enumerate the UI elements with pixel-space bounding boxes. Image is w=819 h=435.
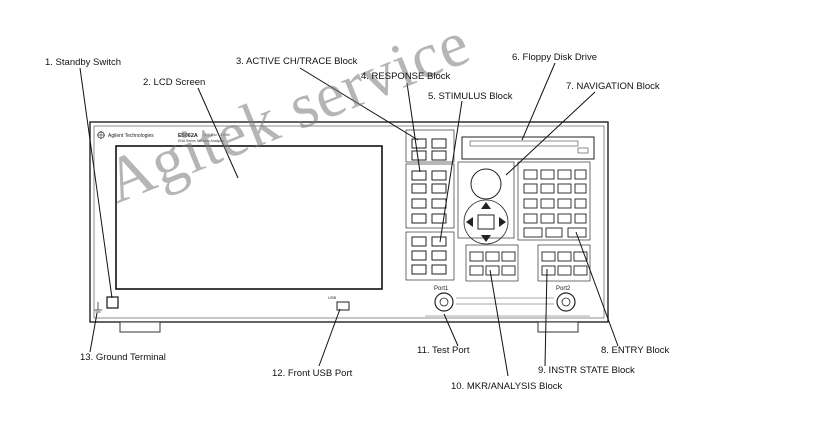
port2-label: Port2 bbox=[556, 286, 571, 292]
navigation-block bbox=[457, 161, 515, 245]
callout-lcd-screen: 2. LCD Screen bbox=[143, 77, 206, 88]
callout-mkr-analysis: 10. MKR/ANALYSIS Block bbox=[451, 381, 563, 392]
model-series: ENA Series Network Analyzer bbox=[178, 139, 225, 143]
callout-usb-port: 12. Front USB Port bbox=[272, 368, 353, 379]
callout-navigation: 7. NAVIGATION Block bbox=[566, 81, 660, 92]
brand-name: Agilent Technologies bbox=[108, 133, 154, 139]
model-range: 300 kHz - 3 GHz bbox=[204, 133, 230, 137]
mkr-analysis-block bbox=[465, 244, 519, 282]
callout-stimulus: 5. STIMULUS Block bbox=[428, 91, 513, 102]
standby-switch bbox=[106, 296, 119, 309]
callout-test-port: 11. Test Port bbox=[417, 345, 470, 356]
test-ports bbox=[425, 292, 590, 317]
callout-active-ch-trace: 3. ACTIVE CH/TRACE Block bbox=[236, 56, 358, 67]
entry-block bbox=[517, 161, 591, 241]
leader-lines bbox=[79, 62, 619, 377]
model-name: E5062A bbox=[178, 133, 198, 139]
ground-terminal bbox=[94, 302, 102, 313]
floppy-disk-drive bbox=[461, 136, 595, 160]
callout-instr-state: 9. INSTR STATE Block bbox=[538, 365, 635, 376]
callout-standby-switch: 1. Standby Switch bbox=[45, 57, 122, 68]
agilent-logo bbox=[97, 131, 105, 139]
usb-label: USB bbox=[328, 295, 337, 300]
callout-ground-terminal: 13. Ground Terminal bbox=[80, 352, 166, 363]
callout-entry: 8. ENTRY Block bbox=[601, 345, 670, 356]
stimulus-block bbox=[405, 231, 455, 281]
instr-state-block bbox=[537, 244, 591, 282]
active-ch-trace-block bbox=[405, 129, 455, 163]
usb-port bbox=[336, 301, 350, 311]
callout-floppy: 6. Floppy Disk Drive bbox=[512, 52, 597, 63]
callout-response: 4. RESPONSE Block bbox=[361, 71, 451, 82]
response-block bbox=[405, 163, 455, 229]
lcd-screen bbox=[115, 145, 383, 290]
port1-label: Port1 bbox=[434, 286, 449, 292]
